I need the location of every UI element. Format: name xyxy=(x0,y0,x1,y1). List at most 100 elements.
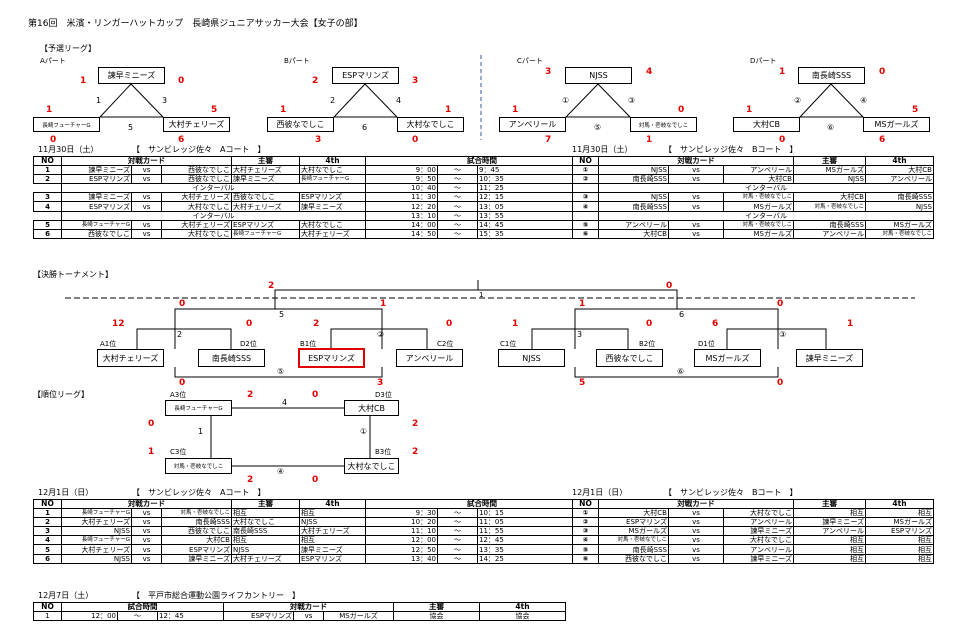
away-team: アンベリール xyxy=(723,165,794,176)
score: 2 xyxy=(313,319,320,329)
referee: 相互 xyxy=(793,553,866,564)
vs: vs xyxy=(131,174,162,185)
start-time: 9：50 xyxy=(365,174,438,185)
seed: D1位 xyxy=(698,340,715,348)
time-sep: ～ xyxy=(437,508,478,519)
vs: vs xyxy=(668,219,724,230)
vs: vs xyxy=(668,544,724,555)
left-qf2-no: ② xyxy=(377,330,385,339)
vs: vs xyxy=(131,228,162,239)
vs: vs xyxy=(668,201,724,212)
header-cell: 4th xyxy=(299,155,366,167)
away-team: 諫早ミニーズ xyxy=(723,553,794,564)
group-c-top-team: NJSS xyxy=(565,67,632,84)
home-team: 諫早ミニーズ xyxy=(61,192,132,203)
referee: 大村CB xyxy=(793,192,866,203)
seed: B2位 xyxy=(639,340,656,348)
header-cell: NO xyxy=(33,155,62,167)
start-time: 9：30 xyxy=(365,508,438,519)
home-team: 長崎フューチャーG xyxy=(61,219,132,230)
home-team: 南長崎SSS xyxy=(598,174,669,185)
away-team: 西彼なでしこ xyxy=(161,526,232,537)
group-b-label: Bパート xyxy=(284,57,310,65)
table-row: インターバル xyxy=(572,183,934,194)
group-b-right-team: 大村なでしこ xyxy=(397,117,464,132)
tournament-team: NJSS xyxy=(498,349,565,367)
placement-team: 長崎フューチャーG xyxy=(165,400,232,416)
match-no: ⑥ xyxy=(572,553,599,564)
home-team: 西彼なでしこ xyxy=(61,228,132,239)
start-time: 11：10 xyxy=(365,526,438,537)
header-cell: 対戦カード xyxy=(598,155,794,167)
header-cell: 4th xyxy=(865,155,934,167)
referee: 協会 xyxy=(393,611,480,622)
match-no: 6 xyxy=(33,228,62,239)
match-no: ③ xyxy=(572,526,599,537)
vs: vs xyxy=(668,174,724,185)
start-time: 9：00 xyxy=(365,165,438,176)
group-c-match-right: ③ xyxy=(628,96,636,105)
fourth-official: ESPマリンズ xyxy=(299,553,366,564)
group-b-top-team: ESPマリンズ xyxy=(332,67,399,84)
placement-header: 【順位リーグ】 xyxy=(33,390,89,399)
home-team: 南長崎SSS xyxy=(598,201,669,212)
referee: 相互 xyxy=(793,535,866,546)
fourth-official: 大村CB xyxy=(865,165,934,176)
placement-team: 大村なでしこ xyxy=(344,458,399,474)
table-row: インターバル xyxy=(572,210,934,221)
score: 0 xyxy=(179,299,186,309)
fourth-official: NJSS xyxy=(299,517,366,528)
start-time: 13：10 xyxy=(365,210,438,221)
match-no: 1 xyxy=(33,165,62,176)
start-time: 12：00 xyxy=(365,535,438,546)
referee: 西彼なでしこ xyxy=(231,192,300,203)
tournament-lines xyxy=(136,280,827,467)
fourth-official: MSガールズ xyxy=(865,517,934,528)
group-a-top-team: 諫早ミニーズ xyxy=(98,67,165,84)
score: 0 xyxy=(777,378,784,388)
score: 6 xyxy=(712,319,719,329)
home-team: ESPマリンズ xyxy=(598,517,669,528)
placement-team: 大村CB xyxy=(344,400,399,416)
group-c-left-team: アンベリール xyxy=(499,117,566,132)
league-header: 【予選リーグ】 xyxy=(40,44,96,53)
away-team: 大村チェリーズ xyxy=(161,192,232,203)
home-team: MSガールズ xyxy=(598,526,669,537)
day2-a-date: 12月1日（日） xyxy=(38,488,94,497)
referee: 対馬・壱岐なでしこ xyxy=(793,201,866,212)
seed: D2位 xyxy=(240,340,257,348)
score: 1 xyxy=(46,105,53,115)
home-team: 大村チェリーズ xyxy=(61,517,132,528)
day1-b-venue: 【 サンビレッジ佐々 Bコート 】 xyxy=(664,145,798,154)
referee: 南長崎SSS xyxy=(231,526,300,537)
score: 1 xyxy=(380,299,387,309)
match-no: ① xyxy=(572,508,599,519)
score: 5 xyxy=(211,105,218,115)
group-d-label: Dパート xyxy=(750,57,777,65)
fourth-official: 対馬・壱岐なでしこ xyxy=(865,228,934,239)
referee: 長崎フューチャーG xyxy=(231,228,300,239)
fourth-official: NJSS xyxy=(865,201,934,212)
score: 0 xyxy=(678,105,685,115)
score: 0 xyxy=(446,319,453,329)
home-team: 大村チェリーズ xyxy=(61,544,132,555)
score: 0 xyxy=(50,135,57,145)
group-c-match-bottom: ⑤ xyxy=(594,123,602,132)
header-cell: 主審 xyxy=(231,155,300,167)
fourth-official: 大村なでしこ xyxy=(299,219,366,230)
page-title: 第16回 米濱・リンガーハットカップ 長崎県ジュニアサッカー大会【女子の部】 xyxy=(28,19,363,29)
time-sep: ～ xyxy=(117,611,158,622)
score: 1 xyxy=(445,105,452,115)
header-cell: 対戦カード xyxy=(61,155,232,167)
referee: アンベリール xyxy=(793,228,866,239)
group-a-label: Aパート xyxy=(40,57,66,65)
score: 3 xyxy=(412,76,419,86)
away-team: MSガールズ xyxy=(723,201,794,212)
vs: vs xyxy=(293,611,324,622)
